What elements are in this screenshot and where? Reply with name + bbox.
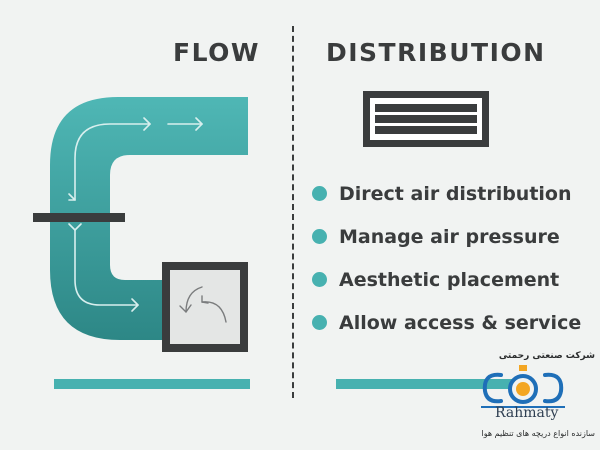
benefit-item: Manage air pressure	[312, 215, 581, 258]
flow-title: FLOW	[173, 38, 260, 67]
flow-base-bar	[54, 379, 250, 389]
damper-box	[162, 262, 248, 352]
duct-flange	[33, 213, 125, 222]
flow-arrows	[68, 117, 203, 312]
benefit-item: Aesthetic placement	[312, 258, 581, 301]
distribution-base-bar	[336, 379, 512, 389]
bullet-dot-icon	[312, 315, 327, 330]
bullet-dot-icon	[312, 186, 327, 201]
logo-tagline: سازنده انواع دریچه های تنظیم هوا	[481, 429, 595, 438]
benefit-label: Manage air pressure	[339, 225, 560, 248]
logo-company-name: شرکت صنعتی رحمتی	[498, 351, 595, 361]
grille-icon	[363, 91, 489, 147]
logo-brand-name: Rahmaty	[495, 405, 559, 421]
duct-pipe	[50, 97, 248, 340]
benefit-label: Aesthetic placement	[339, 268, 560, 291]
bullet-dot-icon	[312, 272, 327, 287]
benefit-label: Allow access & service	[339, 311, 582, 334]
benefit-item: Allow access & service	[312, 301, 581, 344]
distribution-title: DISTRIBUTION	[326, 38, 546, 67]
rahmaty-logo: شرکت صنعتی رحمتی Rahmaty سازنده انواع در…	[455, 345, 595, 445]
logo-mark-icon	[481, 365, 565, 408]
swirl-arrows-icon	[179, 286, 227, 323]
benefit-item: Direct air distribution	[312, 172, 581, 215]
benefit-label: Direct air distribution	[339, 182, 572, 205]
section-divider	[292, 26, 294, 398]
bullet-dot-icon	[312, 229, 327, 244]
benefit-list: Direct air distribution Manage air press…	[312, 172, 581, 344]
